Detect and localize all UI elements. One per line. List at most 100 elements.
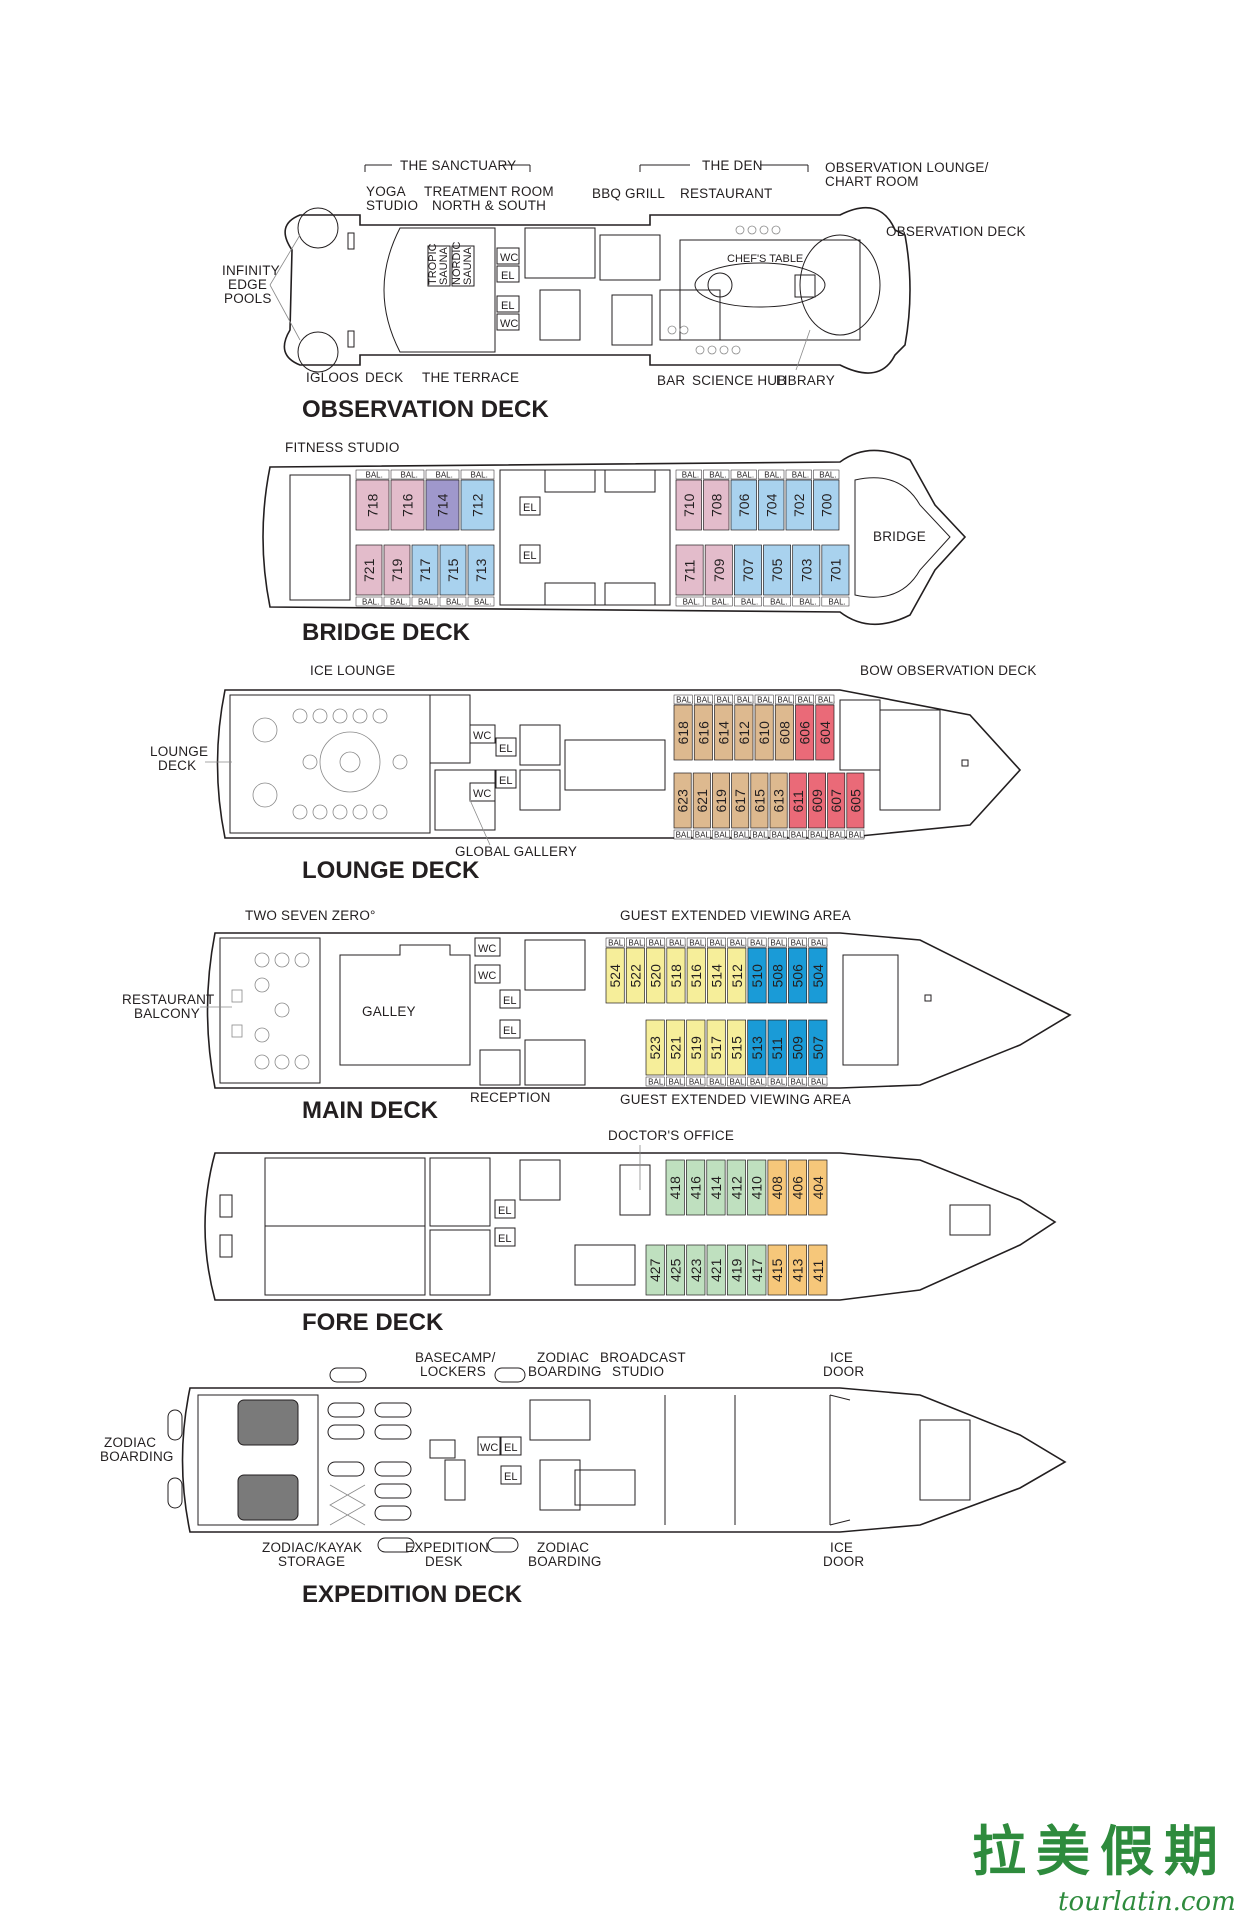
balcony-label-615: BAL. — [752, 831, 769, 840]
balcony-520 — [646, 937, 666, 948]
cabin-number-522: 522 — [627, 964, 643, 988]
balcony-label-713: BAL. — [474, 598, 491, 607]
balcony-507 — [808, 1076, 828, 1087]
expedition-el-label-2: EL — [504, 1471, 517, 1483]
balcony-label-716: BAL. — [401, 471, 418, 480]
the-den-label: THE DEN — [702, 158, 763, 173]
cabin-number-605: 605 — [847, 789, 863, 813]
observation-el-label-2: EL — [501, 300, 514, 312]
cabin-number-516: 516 — [688, 964, 704, 988]
balcony-label-715: BAL. — [446, 598, 463, 607]
bridge-el-label-2: EL — [523, 550, 536, 562]
cabin-number-709: 709 — [711, 558, 727, 582]
balcony-label-623: BAL. — [676, 831, 693, 840]
cabin-number-617: 617 — [732, 789, 748, 813]
expedition-deck-title: EXPEDITION DECK — [302, 1581, 523, 1608]
observation-lounge-label: OBSERVATION LOUNGE/ — [825, 160, 989, 175]
cabin-number-606: 606 — [797, 721, 813, 745]
yoga-studio-label: YOGA — [366, 184, 406, 199]
cabin-711 — [675, 544, 704, 596]
observation-deck-title: OBSERVATION DECK — [302, 396, 549, 423]
bow-observation-area — [879, 709, 941, 811]
basecamp-lockers-label-2: LOCKERS — [420, 1364, 486, 1379]
cabin-419 — [726, 1244, 747, 1296]
balcony-519 — [686, 1076, 706, 1087]
cabin-number-607: 607 — [828, 789, 844, 813]
balcony-709 — [704, 596, 733, 607]
cabin-number-718: 718 — [365, 493, 381, 517]
balcony-label-509: BAL. — [791, 1078, 808, 1087]
expedition-el-label-1: EL — [504, 1442, 517, 1454]
doctors-office-label: DOCTOR'S OFFICE — [608, 1128, 734, 1143]
fore-el-label-2: EL — [498, 1233, 511, 1245]
balcony-label-605: BAL. — [848, 831, 865, 840]
cabin-number-712: 712 — [470, 493, 486, 517]
nordic-sauna-label-2: SAUNA — [462, 246, 474, 285]
balcony-714 — [425, 469, 460, 480]
cabin-number-513: 513 — [749, 1036, 765, 1060]
bridge-deck-title: BRIDGE DECK — [302, 619, 471, 646]
lounge-top-cabins: 618BAL.616BAL.614BAL.612BAL.610BAL.608BA… — [673, 694, 835, 761]
balcony-618 — [673, 694, 693, 705]
ice-door-top-label-2: DOOR — [823, 1364, 864, 1379]
cabin-number-621: 621 — [694, 789, 710, 813]
balcony-label-719: BAL. — [390, 598, 407, 607]
balcony-label-707: BAL. — [741, 598, 758, 607]
cabin-618 — [673, 704, 693, 761]
balcony-712 — [460, 469, 495, 480]
balcony-702 — [785, 469, 812, 480]
cabin-number-609: 609 — [809, 789, 825, 813]
balcony-label-703: BAL. — [799, 598, 816, 607]
cabin-number-708: 708 — [708, 493, 724, 517]
watermark-chinese-text: 拉美假期 — [972, 1819, 1228, 1883]
balcony-label-610: BAL. — [757, 696, 774, 705]
science-hub-label: SCIENCE HUB — [692, 373, 786, 388]
two-seven-zero-restaurant — [219, 937, 321, 1084]
cabin-522 — [625, 947, 645, 1004]
balcony-label-522: BAL. — [628, 939, 645, 948]
balcony-label-711: BAL. — [683, 598, 700, 607]
cabin-number-706: 706 — [736, 493, 752, 517]
cabin-number-710: 710 — [681, 493, 697, 517]
bridge-bottom-cabins: 721BAL.719BAL.717BAL.715BAL.713BAL.711BA… — [355, 544, 850, 607]
cabin-702 — [785, 479, 812, 531]
cabin-number-410: 410 — [749, 1176, 765, 1200]
library-label: LIBRARY — [776, 373, 835, 388]
cabin-703 — [792, 544, 821, 596]
cabin-713 — [467, 544, 495, 596]
igloo-top — [297, 207, 339, 249]
cabin-number-608: 608 — [776, 721, 792, 745]
treatment-room-label-2: NORTH & SOUTH — [432, 198, 546, 213]
balcony-label-506: BAL. — [791, 939, 808, 948]
restaurant-balcony-label: RESTAURANT — [122, 992, 215, 1007]
cabin-number-518: 518 — [668, 964, 684, 988]
chefs-table-label: CHEF'S TABLE — [727, 253, 803, 265]
balcony-604 — [815, 694, 835, 705]
balcony-506 — [788, 937, 807, 948]
broadcast-studio — [529, 1399, 591, 1441]
cabin-number-421: 421 — [708, 1258, 724, 1282]
tropic-sauna-label-2: SAUNA — [438, 246, 450, 285]
cabin-number-418: 418 — [667, 1176, 683, 1200]
cabin-416 — [686, 1159, 706, 1216]
balcony-713 — [467, 596, 495, 607]
balcony-508 — [767, 937, 787, 948]
balcony-617 — [731, 829, 750, 840]
balcony-label-523: BAL. — [648, 1078, 665, 1087]
cabin-number-415: 415 — [769, 1258, 785, 1282]
watermark-logo: 拉美假期 tourlatin.com — [972, 1819, 1236, 1917]
cabin-number-506: 506 — [790, 964, 806, 988]
balcony-label-520: BAL. — [649, 939, 666, 948]
cabin-619 — [712, 772, 730, 829]
observation-deck: TROPIC SAUNA NORDIC SAUNA WC EL EL WC CH… — [222, 158, 1026, 423]
cabin-623 — [673, 772, 692, 829]
zodiac-boarding-top-label-2: BOARDING — [528, 1364, 602, 1379]
balcony-703 — [792, 596, 821, 607]
cabin-605 — [846, 772, 865, 829]
balcony-509 — [788, 1076, 807, 1087]
cabin-508 — [767, 947, 787, 1004]
balcony-label-618: BAL. — [676, 696, 693, 705]
cabin-701 — [821, 544, 850, 596]
balcony-label-521: BAL. — [669, 1078, 686, 1087]
balcony-710 — [675, 469, 702, 480]
